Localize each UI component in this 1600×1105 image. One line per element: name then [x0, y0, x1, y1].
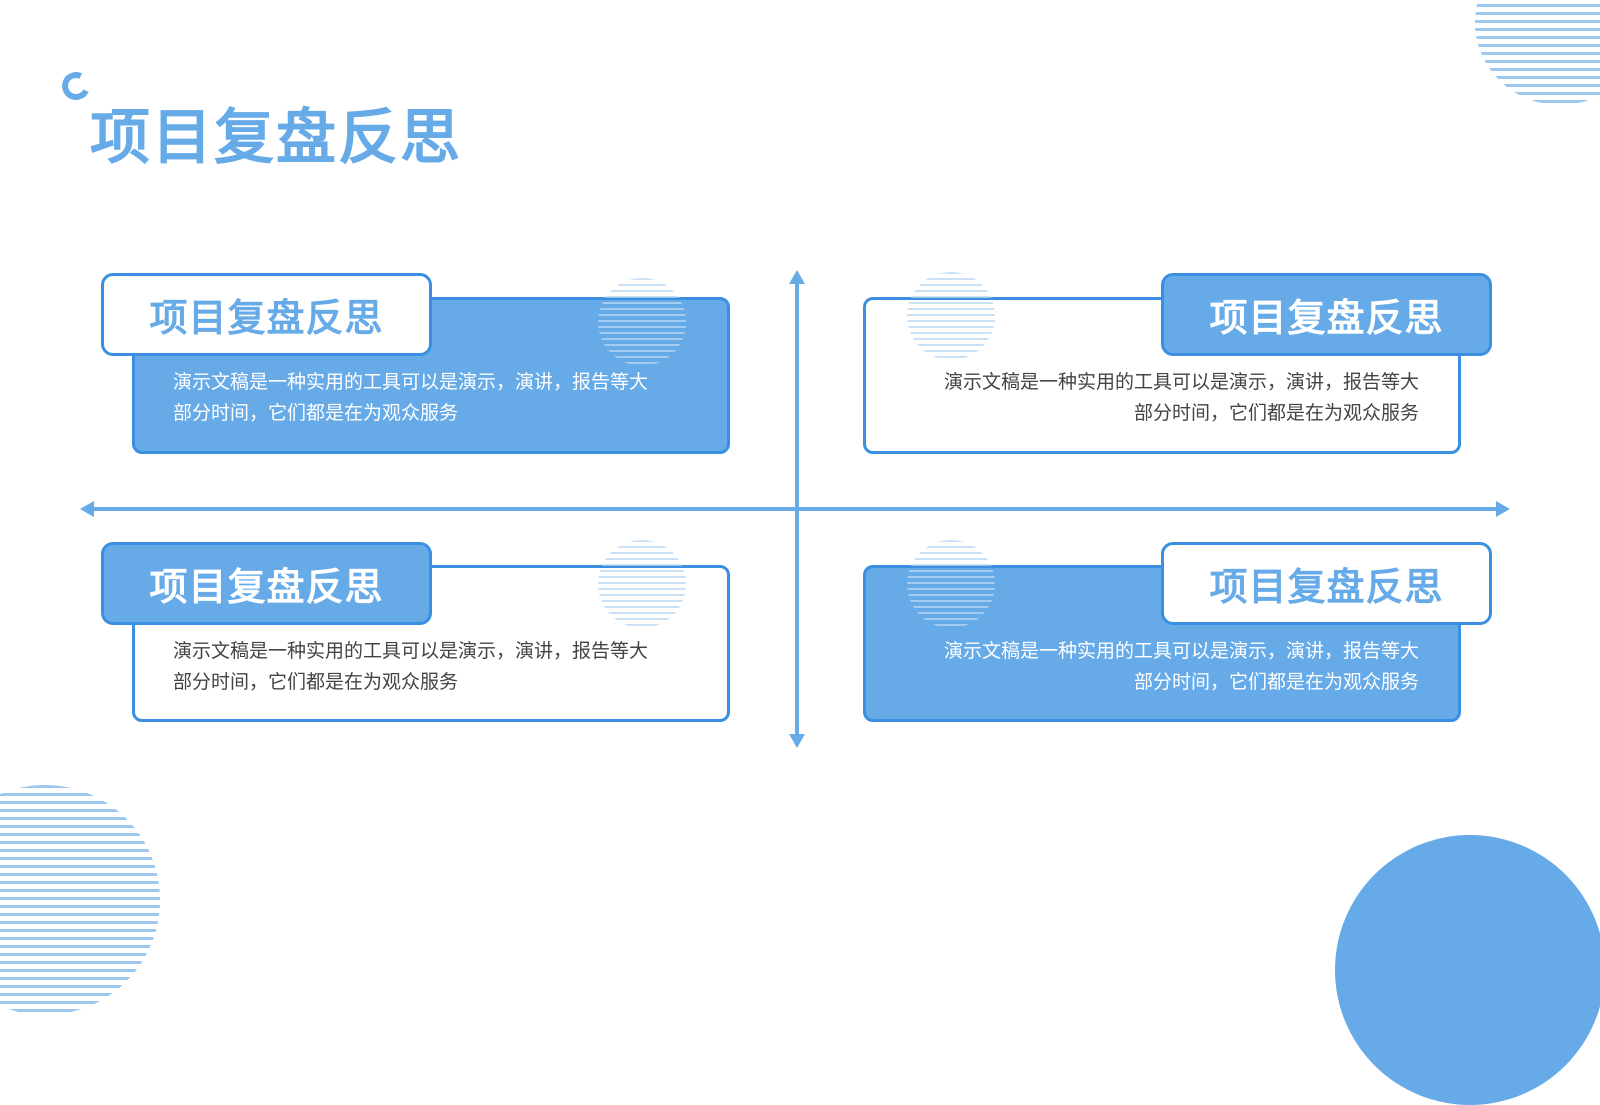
card-2-heading: 项目复盘反思 — [1161, 273, 1492, 356]
card-2-text-line1: 演示文稿是一种实用的工具可以是演示，演讲，报告等大 — [943, 371, 1419, 393]
card-2-striped-circle — [907, 272, 995, 360]
card-4-text: 演示文稿是一种实用的工具可以是演示，演讲，报告等大 部分时间，它们都是在为观众服… — [905, 636, 1419, 698]
title-ring-icon — [58, 68, 94, 104]
card-4-text-line2: 部分时间，它们都是在为观众服务 — [1133, 671, 1419, 693]
card-1-heading: 项目复盘反思 — [101, 273, 432, 356]
card-3-text: 演示文稿是一种实用的工具可以是演示，演讲，报告等大 部分时间，它们都是在为观众服… — [173, 636, 648, 698]
card-1-text: 演示文稿是一种实用的工具可以是演示，演讲，报告等大 部分时间，它们都是在为观众服… — [173, 367, 648, 429]
card-1-striped-circle — [598, 278, 686, 366]
arrow-left-icon — [80, 501, 94, 517]
card-4-heading: 项目复盘反思 — [1161, 542, 1492, 625]
card-3-text-line2: 部分时间，它们都是在为观众服务 — [173, 671, 459, 693]
card-3-striped-circle — [598, 540, 686, 628]
card-3-text-line1: 演示文稿是一种实用的工具可以是演示，演讲，报告等大 — [173, 640, 649, 662]
card-2-text-line2: 部分时间，它们都是在为观众服务 — [1133, 402, 1419, 424]
card-3-heading: 项目复盘反思 — [101, 542, 432, 625]
card-2-text: 演示文稿是一种实用的工具可以是演示，演讲，报告等大 部分时间，它们都是在为观众服… — [905, 367, 1419, 429]
horizontal-axis — [88, 507, 1498, 511]
bottom-right-solid-circle — [1335, 835, 1600, 1105]
card-1-text-line2: 部分时间，它们都是在为观众服务 — [173, 402, 459, 424]
arrow-down-icon — [789, 734, 805, 748]
card-1-text-line1: 演示文稿是一种实用的工具可以是演示，演讲，报告等大 — [173, 371, 649, 393]
bottom-left-striped-circle — [0, 785, 160, 1015]
top-right-striped-circle — [1475, 0, 1600, 105]
page-title: 项目复盘反思 — [90, 103, 462, 173]
arrow-right-icon — [1496, 501, 1510, 517]
card-4-striped-circle — [907, 540, 995, 628]
card-4-text-line1: 演示文稿是一种实用的工具可以是演示，演讲，报告等大 — [943, 640, 1419, 662]
arrow-up-icon — [789, 270, 805, 284]
vertical-axis — [795, 276, 799, 742]
